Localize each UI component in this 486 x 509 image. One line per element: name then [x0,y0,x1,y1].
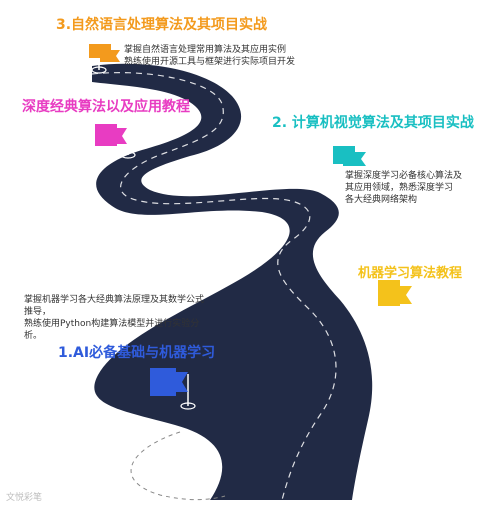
flag-yellow-icon [371,280,412,320]
flag-teal-icon [333,146,366,184]
milestone-2-desc: 掌握深度学习必备核心算法及 其应用领域，熟悉深度学习 各大经典网络架构 [345,170,462,206]
milestone-2-desc-line: 各大经典网络架构 [345,195,418,205]
road-edge-line [130,431,226,501]
milestone-3-desc: 掌握自然语言处理常用算法及其应用实例 熟练使用开源工具与框架进行实际项目开发 [124,44,295,68]
flag-orange-icon [89,44,120,74]
flag-magenta-icon [95,124,136,159]
flag-blue-icon [150,368,196,410]
milestone-3-desc-line: 熟练使用开源工具与框架进行实际项目开发 [124,57,296,67]
watermark: 文悦彩笔 [6,493,43,503]
ml-algorithms-title: 机器学习算法教程 [358,266,463,281]
road-center-line [91,72,337,501]
milestone-1-title: 1.AI必备基础与机器学习 [58,345,216,361]
milestone-2-desc-line: 掌握深度学习必备核心算法及 [345,171,463,181]
milestone-1-desc-line: 推导， [24,307,52,317]
milestone-2-desc-line: 其应用领域，熟悉深度学习 [345,183,454,193]
milestone-3-desc-line: 掌握自然语言处理常用算法及其应用实例 [124,45,287,55]
milestone-3-title: 3.自然语言处理算法及其项目实战 [56,17,268,33]
milestone-2-title: 2. 计算机视觉算法及其项目实战 [272,115,474,131]
milestone-1-desc-line: 析。 [24,331,43,341]
milestone-1-desc-line: 掌握机器学习各大经典算法原理及其数学公式 [24,295,205,305]
milestone-1-desc: 掌握机器学习各大经典算法原理及其数学公式 推导， 熟练使用Python构建算法模… [24,294,204,342]
milestone-1-desc-line: 熟练使用Python构建算法模型并进行实验分 [24,319,200,329]
deep-algorithms-title: 深度经典算法以及应用教程 [22,99,190,115]
